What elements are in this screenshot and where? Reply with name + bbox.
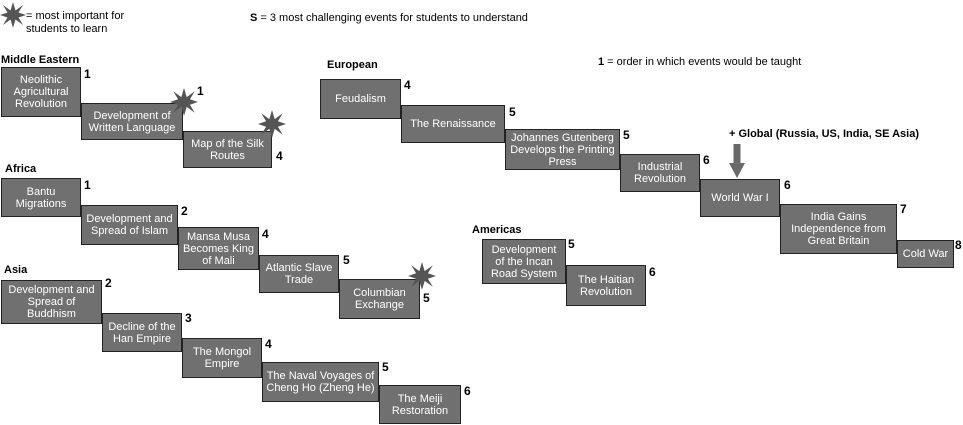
event-box: The Mongol Empire (182, 338, 262, 378)
event-label: Industrial Revolution (634, 161, 686, 185)
event-label: Map of the Silk Routes (191, 137, 264, 162)
star-icon (258, 110, 286, 138)
event-order: 4 (262, 227, 269, 241)
event-label: Development and Spread of Islam (86, 213, 173, 237)
legend-star-text: = most important for students to learn (26, 10, 125, 35)
event-order: 4 (265, 337, 272, 351)
event-label: India Gains Independence from Great Brit… (791, 211, 886, 247)
event-label: Johannes Gutenberg Develops the Printing… (510, 131, 615, 168)
event-box: India Gains Independence from Great Brit… (780, 204, 897, 254)
event-order: 4 (276, 149, 283, 163)
event-label: The Haitian Revolution (577, 273, 635, 298)
event-box: The Haitian Revolution (566, 265, 646, 306)
event-label: Development and Spread of Buddhism (8, 284, 95, 320)
event-order: 5 (568, 237, 575, 251)
event-box: Decline of the Han Empire (102, 313, 182, 352)
legend-order-text: = order in which events would be taught (604, 56, 802, 68)
event-box: Development and Spread of Buddhism (1, 280, 102, 324)
event-order: 1 (84, 178, 91, 192)
event-box: Bantu Migrations (1, 178, 81, 217)
event-label: Feudalism (335, 93, 386, 105)
event-order: 6 (464, 384, 471, 398)
arrow-down-icon (729, 144, 745, 183)
header-asia: Asia (4, 264, 28, 276)
event-label: Mansa Musa Becomes King of Mali (183, 230, 254, 267)
event-label: Development of Written Language (88, 109, 176, 134)
event-box: Development of the Incan Road System (482, 239, 566, 284)
event-label: Neolithic Agricultural Revolution (13, 74, 69, 110)
event-box: Feudalism (320, 79, 401, 119)
event-box: Map of the Silk Routes (183, 131, 272, 168)
event-box: Mansa Musa Becomes King of Mali (178, 227, 259, 270)
legend-s-text: = 3 most challenging events for students… (257, 12, 528, 24)
header-middle-eastern: Middle Eastern (1, 54, 80, 66)
event-order: 5 (382, 360, 389, 374)
header-global: + Global (Russia, US, India, SE Asia) (729, 128, 920, 140)
header-european: European (327, 59, 378, 71)
star-icon (408, 262, 436, 290)
event-box: Development of Written Language (81, 103, 183, 140)
event-label: The Renaissance (410, 118, 496, 130)
header-africa: Africa (5, 163, 37, 175)
event-order: 2 (105, 276, 112, 290)
legend-order-symbol: 1 (598, 56, 605, 68)
event-box: Industrial Revolution (620, 154, 700, 192)
event-label: The Meiji Restoration (391, 392, 449, 417)
event-box: World War I (700, 179, 780, 217)
event-label: The Naval Voyages of Cheng Ho (Zheng He) (266, 370, 375, 394)
legend-s-symbol: S (250, 12, 258, 24)
event-box: Columbian Exchange (339, 279, 420, 319)
star-icon (170, 88, 198, 116)
event-box: Atlantic Slave Trade (259, 255, 339, 293)
event-order: 2 (181, 204, 188, 218)
header-americas: Americas (472, 224, 522, 236)
event-order: 6 (784, 178, 791, 192)
event-order: 5 (509, 105, 516, 119)
event-order: 5 (623, 128, 630, 142)
event-label: Columbian Exchange (353, 287, 406, 311)
event-label: The Mongol Empire (192, 346, 252, 370)
event-label: Decline of the Han Empire (108, 320, 176, 345)
event-box: The Naval Voyages of Cheng Ho (Zheng He) (262, 362, 379, 402)
event-box: Development and Spread of Islam (81, 205, 178, 245)
event-box: Johannes Gutenberg Develops the Printing… (505, 129, 620, 170)
event-order: 5 (423, 291, 430, 305)
event-box: The Meiji Restoration (379, 385, 461, 424)
event-order: 7 (900, 202, 907, 216)
event-label: World War I (711, 192, 769, 204)
event-order: 1 (84, 67, 91, 81)
event-order: 4 (404, 78, 411, 92)
event-order: 8 (955, 238, 962, 252)
event-order: 6 (649, 265, 656, 279)
event-box: Cold War (897, 240, 954, 268)
event-order: 6 (703, 153, 710, 167)
event-order: 5 (343, 253, 350, 267)
event-order: 3 (185, 311, 192, 325)
legend-order: 1 = order in which events would be taugh… (598, 56, 838, 69)
event-box: Neolithic Agricultural Revolution (1, 67, 81, 117)
event-label: Development of the Incan Road System (490, 243, 558, 280)
event-label: Bantu Migrations (15, 185, 67, 210)
event-box: The Renaissance (401, 105, 505, 143)
legend-star-icon (0, 2, 26, 28)
event-label: Atlantic Slave Trade (265, 262, 333, 286)
event-label: Cold War (902, 248, 949, 260)
event-order: 1 (197, 84, 204, 98)
legend-challenging: S = 3 most challenging events for studen… (250, 12, 570, 25)
